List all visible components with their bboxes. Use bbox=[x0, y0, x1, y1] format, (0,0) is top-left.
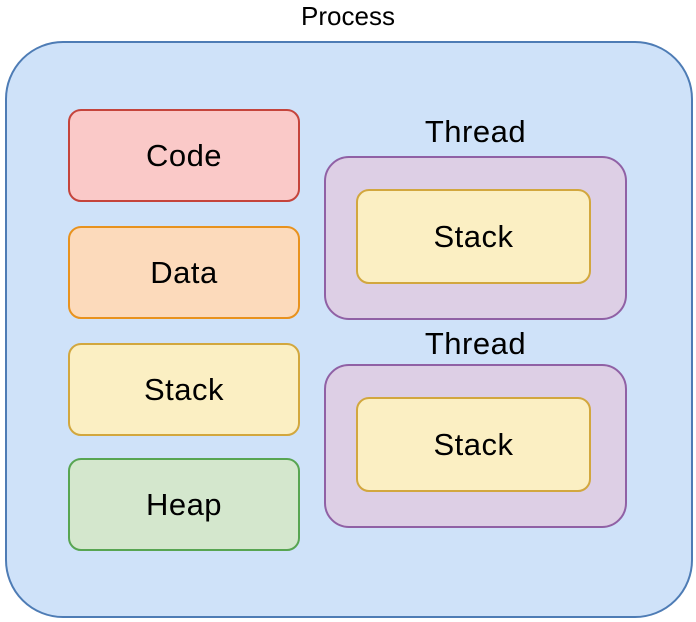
thread-1-container: Stack bbox=[324, 156, 627, 320]
thread-2-label: Thread bbox=[424, 326, 527, 361]
stack-block-label: Stack bbox=[143, 371, 225, 407]
heap-block-label: Heap bbox=[145, 486, 223, 522]
thread-2-container: Stack bbox=[324, 364, 627, 528]
data-block-label: Data bbox=[150, 254, 218, 290]
thread-1-stack-block: Stack bbox=[356, 189, 591, 284]
process-title: Process bbox=[301, 1, 395, 31]
thread-1-label: Thread bbox=[424, 114, 527, 149]
process-container: Code Data Stack Heap Thread Stack Thread… bbox=[5, 41, 693, 618]
data-block: Data bbox=[68, 226, 300, 319]
code-block: Code bbox=[68, 109, 300, 202]
thread-2-stack-block: Stack bbox=[356, 397, 591, 492]
code-block-label: Code bbox=[145, 137, 223, 173]
heap-block: Heap bbox=[68, 458, 300, 551]
thread-1-stack-label: Stack bbox=[433, 218, 514, 254]
stack-block: Stack bbox=[68, 343, 300, 436]
thread-2-stack-label: Stack bbox=[433, 426, 514, 462]
